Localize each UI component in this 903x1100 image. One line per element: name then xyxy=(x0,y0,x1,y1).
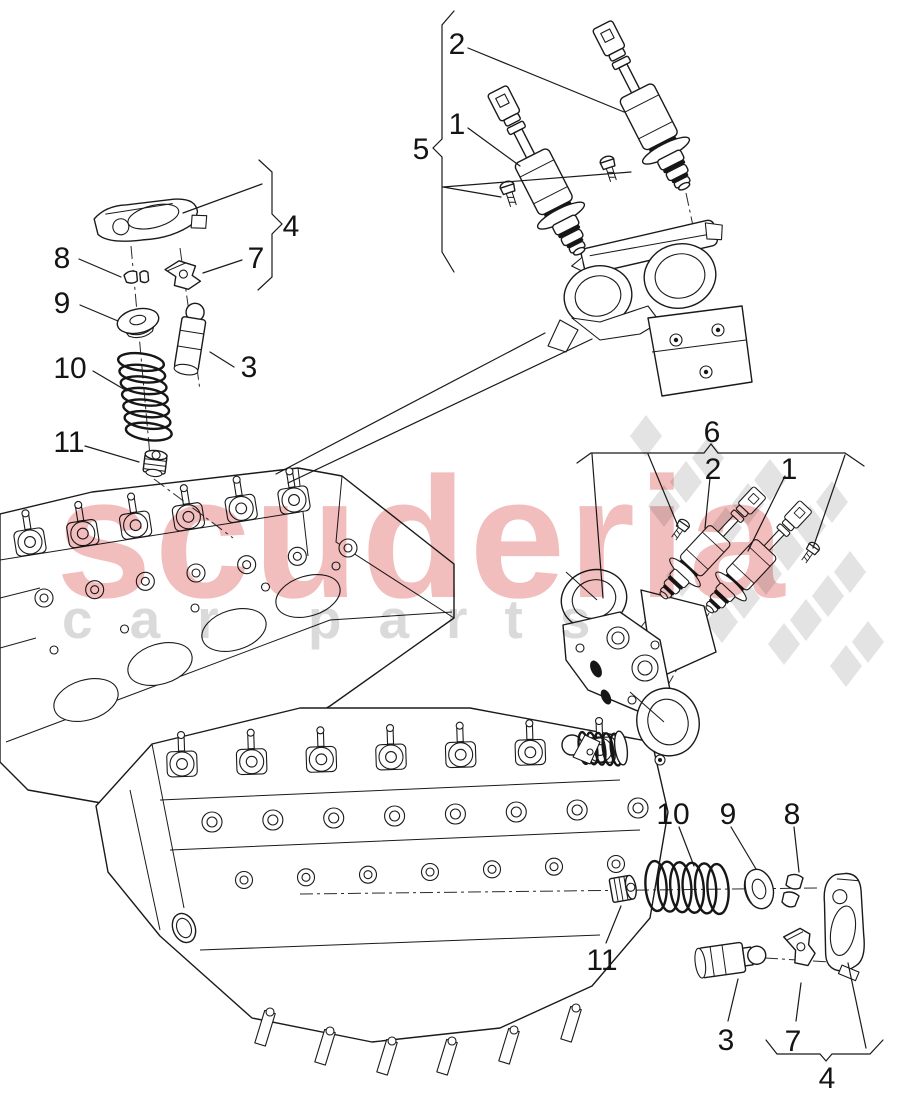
callout-tr-2: 2 xyxy=(449,28,466,61)
valve-seal-bottom-drawing xyxy=(608,874,637,903)
screw-top-left-drawing xyxy=(498,178,521,209)
valve-keepers-bottom-drawing xyxy=(781,873,804,908)
camshaft-bracket-mid-drawing xyxy=(560,568,717,766)
callout-tl-7: 7 xyxy=(248,242,265,275)
valve-spring-bottom-drawing xyxy=(644,859,730,916)
callout-mr-2: 2 xyxy=(705,453,722,486)
valve-pad-bottom-drawing xyxy=(783,927,816,967)
solenoid-valve-1-top-drawing xyxy=(473,77,605,267)
valve-keepers-top-drawing xyxy=(123,270,150,284)
callout-tr-5: 5 xyxy=(413,133,430,166)
screw-top-right-drawing xyxy=(598,153,621,184)
hydraulic-lifter-bottom-drawing xyxy=(694,941,767,979)
callout-mr-1: 1 xyxy=(781,453,798,486)
callout-tl-8: 8 xyxy=(54,242,71,275)
callout-br-10: 10 xyxy=(656,798,689,831)
valve-spring-top-drawing xyxy=(116,351,173,442)
cylinder-head-upper-drawing xyxy=(0,467,455,807)
callout-tl-9: 9 xyxy=(54,287,71,320)
screw-mid-right-drawing xyxy=(798,539,822,566)
callout-tl-11: 11 xyxy=(53,426,84,459)
callout-tr-1: 1 xyxy=(449,108,466,141)
callout-br-9: 9 xyxy=(720,798,737,831)
callout-br-4: 4 xyxy=(819,1062,836,1095)
callout-tl-3: 3 xyxy=(241,351,258,384)
callout-br-7: 7 xyxy=(785,1025,802,1058)
cylinder-head-lower-drawing xyxy=(95,707,669,1076)
rocker-arm-bottom-drawing xyxy=(823,872,865,982)
callout-br-8: 8 xyxy=(784,798,801,831)
callout-tl-4: 4 xyxy=(283,210,300,243)
valve-pad-top-drawing xyxy=(164,260,202,291)
callout-labels: 4 8 7 9 3 10 11 2 1 5 6 2 1 10 9 8 11 3 … xyxy=(53,28,835,1095)
camshaft-bracket-top-drawing xyxy=(547,219,753,397)
callout-tl-10: 10 xyxy=(53,352,86,385)
leader-lines xyxy=(78,10,884,1062)
callout-mr-6: 6 xyxy=(704,416,721,449)
solenoid-valve-2-top-drawing xyxy=(578,12,710,202)
rocker-arm-top-drawing xyxy=(93,198,208,242)
callout-br-3: 3 xyxy=(718,1024,735,1057)
screw-mid-left-drawing xyxy=(668,516,692,543)
callout-br-11: 11 xyxy=(586,944,617,977)
hydraulic-lifter-top-drawing xyxy=(173,302,207,376)
spring-retainer-bottom-drawing xyxy=(743,868,775,910)
spring-retainer-top-drawing xyxy=(116,307,160,339)
valve-seal-top-drawing xyxy=(142,449,168,478)
